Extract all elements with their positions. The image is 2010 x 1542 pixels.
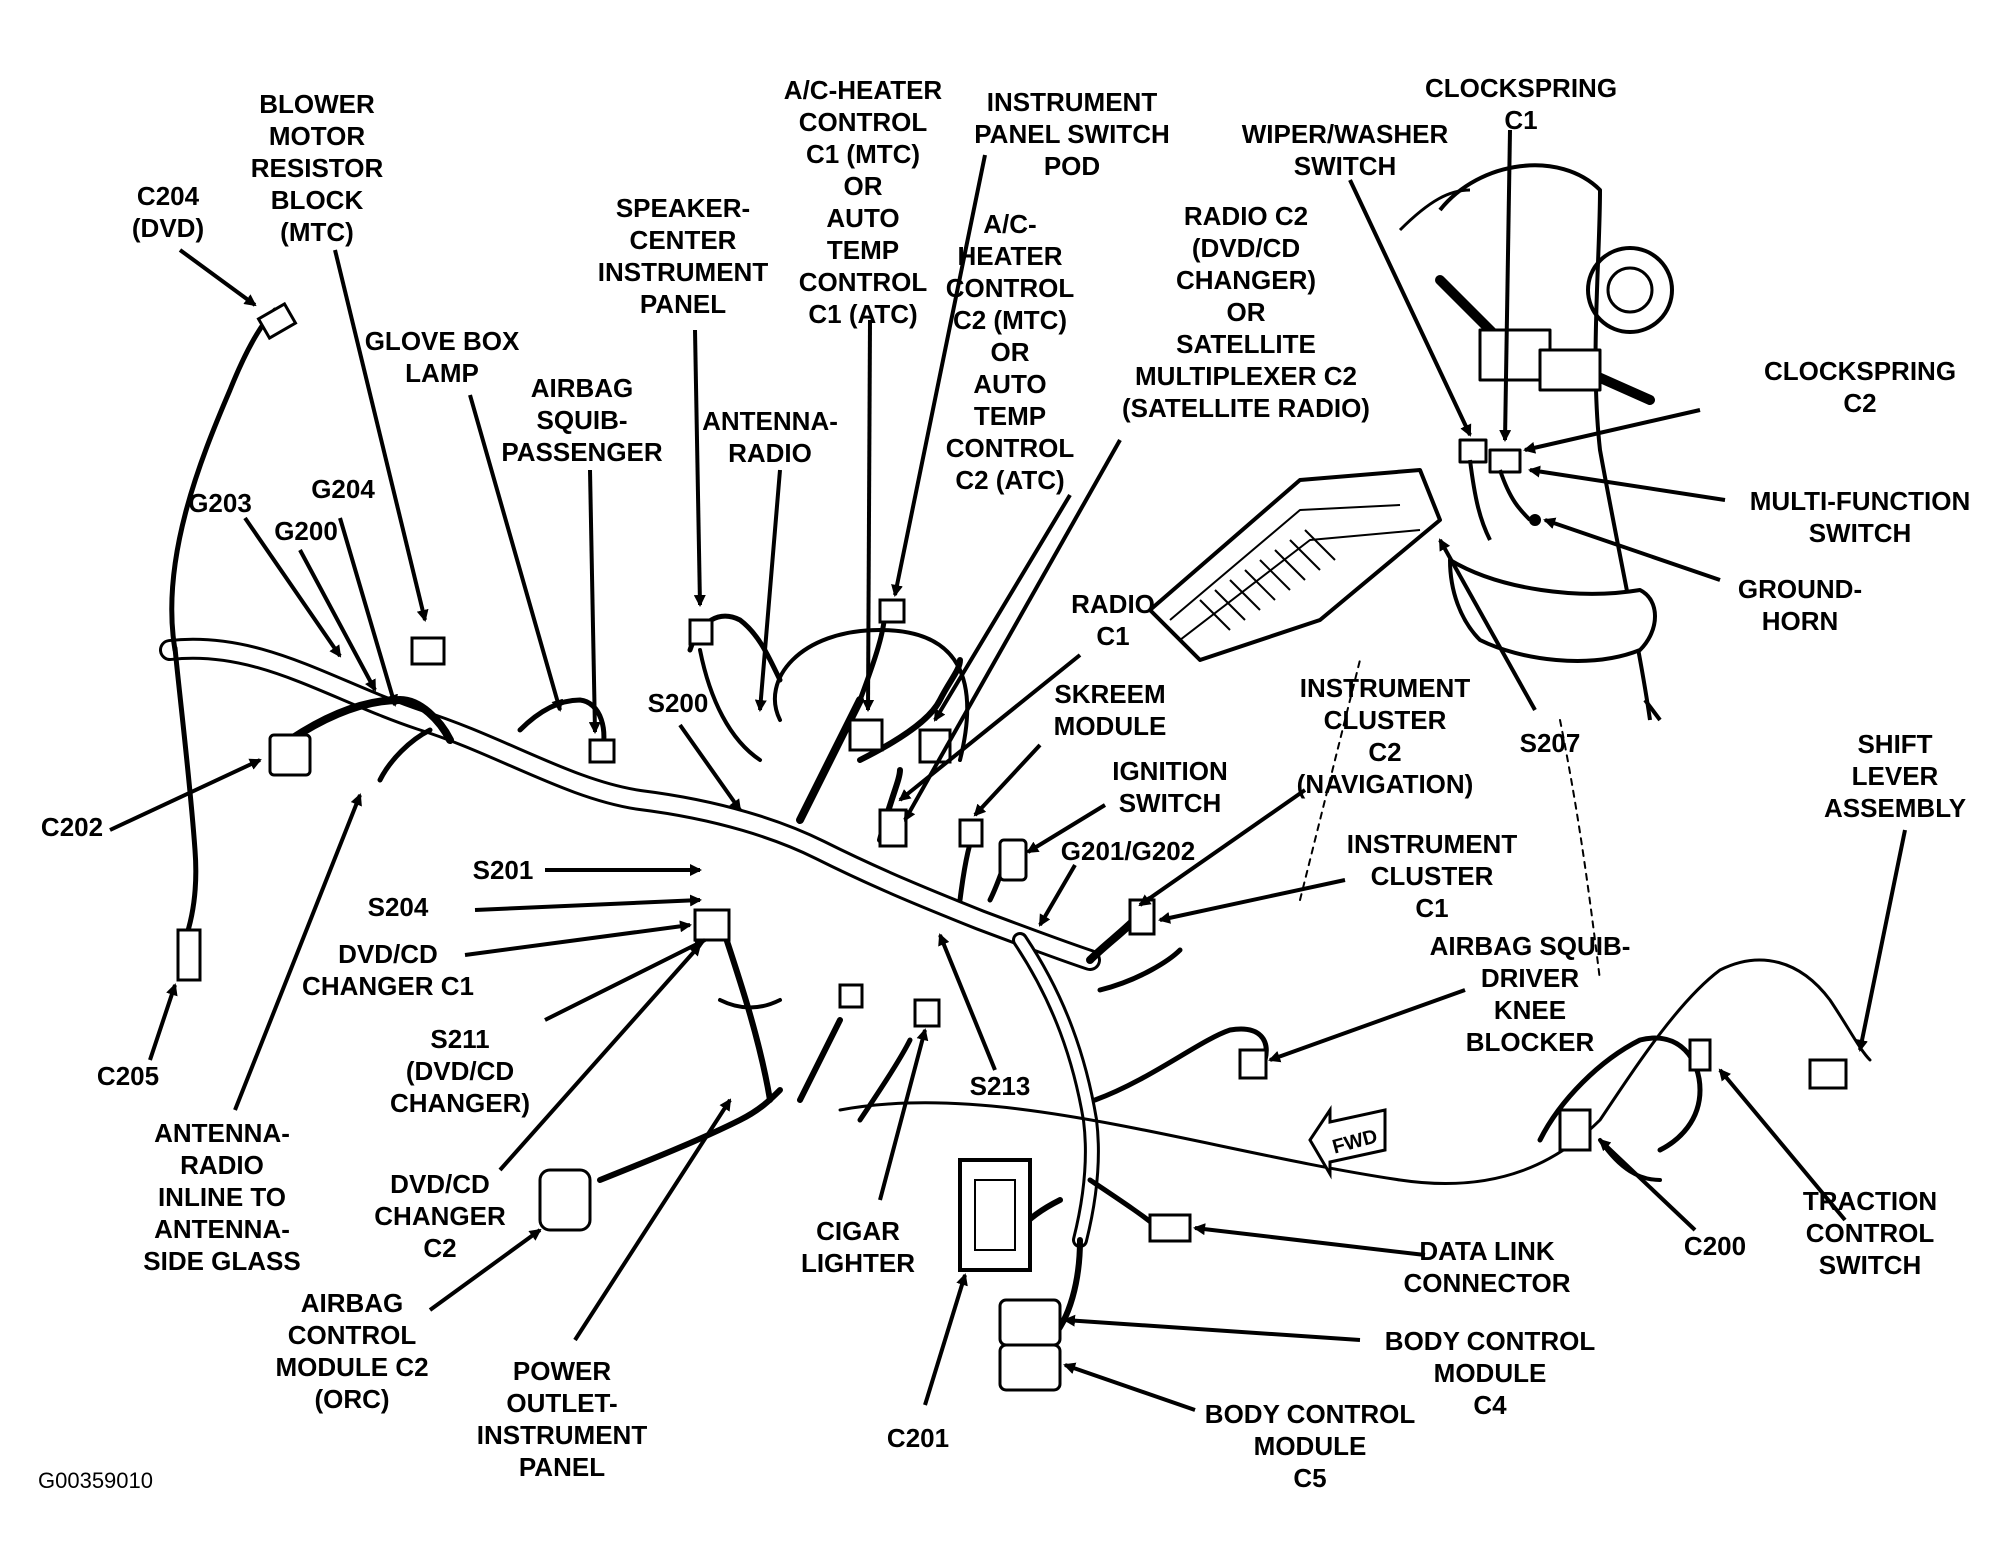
main-harness	[159, 307, 1872, 1343]
label-dvd-cd-changer-c2: DVD/CD CHANGER C2	[374, 1169, 506, 1263]
label-data-link-connector: DATA LINK CONNECTOR	[1403, 1236, 1571, 1298]
label-instrument-panel-switch-pod: INSTRUMENT PANEL SWITCH POD	[974, 87, 1170, 181]
label-clockspring-c2: CLOCKSPRING C2	[1763, 356, 1957, 418]
label-c205: C205	[96, 1061, 160, 1091]
label-clockspring-c1: CLOCKSPRING C1	[1424, 73, 1618, 135]
label-s201: S201	[472, 855, 534, 885]
label-s200: S200	[647, 688, 709, 718]
label-traction-control-switch: TRACTION CONTROL SWITCH	[1802, 1186, 1938, 1280]
label-c201: C201	[886, 1423, 950, 1453]
label-radio-c1: RADIO C1	[1071, 589, 1155, 651]
label-wiper-washer-switch: WIPER/WASHER SWITCH	[1241, 119, 1449, 181]
label-skreem-module: SKREEM MODULE	[1053, 679, 1167, 741]
label-shift-lever-assembly: SHIFT LEVER ASSEMBLY	[1823, 729, 1967, 823]
components	[176, 301, 1848, 1392]
leader-arrows	[109, 129, 1907, 1412]
label-glove-box-lamp: GLOVE BOX LAMP	[364, 326, 520, 388]
label-speaker-center: SPEAKER- CENTER INSTRUMENT PANEL	[597, 193, 769, 319]
label-ac-heater-c1: A/C-HEATER CONTROL C1 (MTC) OR AUTO TEMP…	[783, 75, 943, 329]
label-airbag-squib-passenger: AIRBAG SQUIB- PASSENGER	[501, 373, 663, 467]
label-antenna-radio-inline: ANTENNA- RADIO INLINE TO ANTENNA- SIDE G…	[143, 1118, 301, 1276]
label-s211: S211 (DVD/CD CHANGER)	[389, 1024, 531, 1118]
label-airbag-squib-driver-knee-blocker: AIRBAG SQUIB- DRIVER KNEE BLOCKER	[1429, 931, 1631, 1057]
label-g204: G204	[311, 474, 375, 504]
label-s213: S213	[969, 1071, 1031, 1101]
figure-code: G00359010	[38, 1468, 153, 1493]
label-c200: C200	[1683, 1231, 1747, 1261]
fwd-arrow-shape	[1308, 1105, 1387, 1180]
label-g201-g202: G201/G202	[1060, 836, 1196, 866]
label-ground-horn: GROUND- HORN	[1737, 574, 1863, 636]
label-g200: G200	[274, 516, 338, 546]
label-ignition-switch: IGNITION SWITCH	[1112, 756, 1228, 818]
label-power-outlet-instrument-panel: POWER OUTLET- INSTRUMENT PANEL	[476, 1356, 648, 1482]
label-instrument-cluster-c1: INSTRUMENT CLUSTER C1	[1346, 829, 1518, 923]
label-s207: S207	[1519, 728, 1581, 758]
label-ac-heater-c2: A/C- HEATER CONTROL C2 (MTC) OR AUTO TEM…	[945, 209, 1075, 495]
steering-column	[1148, 163, 1674, 722]
label-antenna-radio: ANTENNA- RADIO	[702, 406, 838, 468]
label-radio-c2: RADIO C2 (DVD/CD CHANGER) OR SATELLITE M…	[1122, 201, 1370, 423]
label-c204: C204 (DVD)	[131, 181, 205, 243]
label-instrument-cluster-c2: INSTRUMENT CLUSTER C2 (NAVIGATION)	[1296, 673, 1474, 799]
label-c202: C202	[40, 812, 104, 842]
label-g203: G203	[188, 488, 252, 518]
label-cigar-lighter: CIGAR LIGHTER	[800, 1216, 916, 1278]
label-blower-motor-resistor-block: BLOWER MOTOR RESISTOR BLOCK (MTC)	[250, 89, 384, 247]
label-body-control-module-c5: BODY CONTROL MODULE C5	[1204, 1399, 1416, 1493]
label-multi-function-switch: MULTI-FUNCTION SWITCH	[1749, 486, 1971, 548]
label-airbag-control-module-c2: AIRBAG CONTROL MODULE C2 (ORC)	[275, 1288, 429, 1414]
label-dvd-cd-changer-c1: DVD/CD CHANGER C1	[302, 939, 474, 1001]
label-body-control-module-c4: BODY CONTROL MODULE C4	[1384, 1326, 1596, 1420]
label-s204: S204	[367, 892, 429, 922]
